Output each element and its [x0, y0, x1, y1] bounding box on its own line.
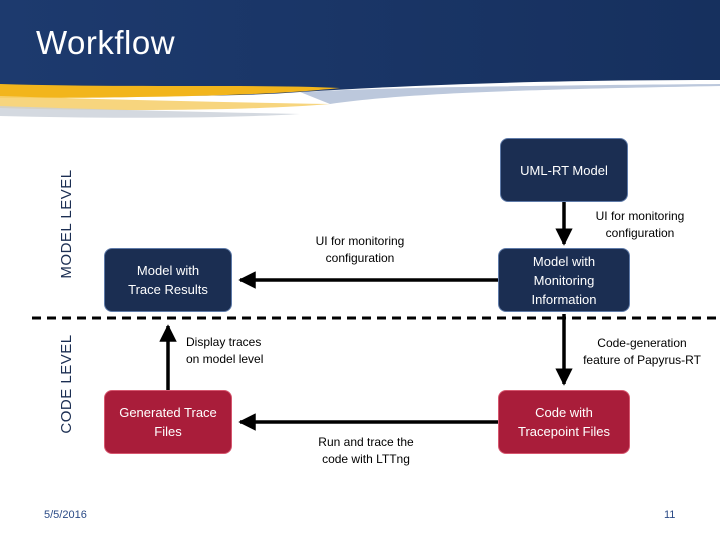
label-run-and-trace: Run and trace the code with LTTng [300, 434, 432, 468]
node-model-with-monitoring: Model with Monitoring Information [498, 248, 630, 312]
label-ui-right-line-2: configuration [605, 226, 675, 240]
label-ui-center-line-2: configuration [325, 251, 395, 265]
node-uml-rt-model: UML-RT Model [500, 138, 628, 202]
node-monitoring-line-3: Information [531, 291, 597, 307]
label-run-line-1: Run and trace the [318, 435, 414, 449]
slide-date: 5/5/2016 [44, 509, 87, 521]
label-ui-right-line-1: UI for monitoring [595, 209, 685, 223]
node-trace-line-1: Generated Trace [119, 405, 217, 420]
node-code-with-tracepoint: Code with Tracepoint Files [498, 390, 630, 454]
node-code-line-1: Code with [535, 405, 593, 420]
node-monitoring-line-1: Model with [532, 253, 596, 269]
label-display-traces: Display traces on model level [186, 334, 286, 368]
label-ui-center-line-1: UI for monitoring [315, 234, 405, 248]
header-banner [0, 0, 720, 118]
slide-page-number: 11 [664, 509, 676, 521]
node-results-line-2: Trace Results [128, 282, 208, 297]
label-display-line-2: on model level [186, 352, 264, 366]
node-uml-rt-model-label: UML-RT Model [520, 162, 608, 178]
node-model-with-trace-results: Model with Trace Results [104, 248, 232, 312]
label-codegen-line-1: Code-generation [597, 336, 687, 350]
label-codegen-line-2: feature of Papyrus-RT [583, 353, 701, 367]
node-monitoring-line-2: Monitoring [533, 272, 595, 288]
node-code-line-2: Tracepoint Files [518, 424, 610, 439]
label-ui-monitoring-right: UI for monitoring configuration [570, 208, 710, 242]
node-trace-line-2: Files [154, 424, 182, 439]
node-results-line-1: Model with [136, 263, 200, 278]
label-ui-monitoring-center: UI for monitoring configuration [290, 233, 430, 267]
label-display-line-1: Display traces [186, 335, 262, 349]
slide-title: Workflow [36, 24, 176, 61]
label-code-generation: Code-generation feature of Papyrus-RT [572, 335, 712, 369]
label-run-line-2: code with LTTng [322, 452, 410, 466]
node-generated-trace-files: Generated Trace Files [104, 390, 232, 454]
